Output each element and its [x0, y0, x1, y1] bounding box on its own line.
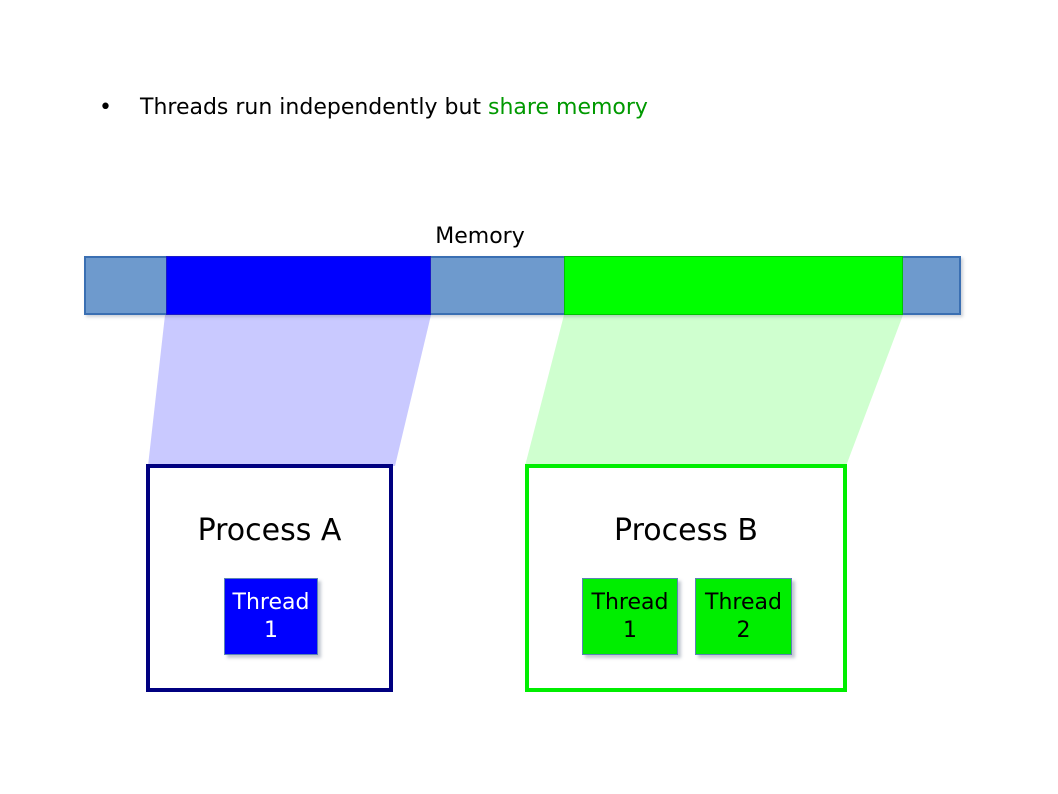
bullet-line: • Threads run independently but share me… — [99, 94, 648, 122]
bullet-text: Threads run independently but share memo… — [140, 94, 648, 122]
bullet-text-highlight: share memory — [488, 95, 648, 120]
memory-bar — [84, 256, 961, 315]
process-b-thread-2: Thread 2 — [695, 578, 792, 655]
process-a-box: Process A Thread 1 — [146, 464, 393, 692]
thread-label-line1: Thread — [591, 589, 669, 615]
thread-label-line1: Thread — [232, 589, 310, 615]
thread-label-line2: 1 — [623, 617, 637, 643]
memory-mapping-process-a — [148, 315, 431, 466]
process-b-thread-1: Thread 1 — [582, 578, 678, 655]
thread-label-line2: 2 — [736, 617, 751, 643]
bullet-marker: • — [99, 95, 112, 120]
thread-label-line2: 1 — [264, 617, 278, 643]
memory-segment-process-a — [166, 256, 431, 315]
memory-segment-process-b — [564, 256, 903, 315]
process-b-box: Process B Thread 1 Thread 2 — [525, 464, 847, 692]
thread-label-line1: Thread — [705, 589, 782, 615]
memory-label: Memory — [435, 224, 525, 249]
process-b-title: Process B — [614, 513, 758, 548]
bullet-text-plain: Threads run independently but — [140, 95, 489, 120]
memory-mapping-process-b — [525, 315, 903, 466]
process-a-thread-1: Thread 1 — [224, 578, 318, 655]
process-a-title: Process A — [197, 513, 342, 548]
